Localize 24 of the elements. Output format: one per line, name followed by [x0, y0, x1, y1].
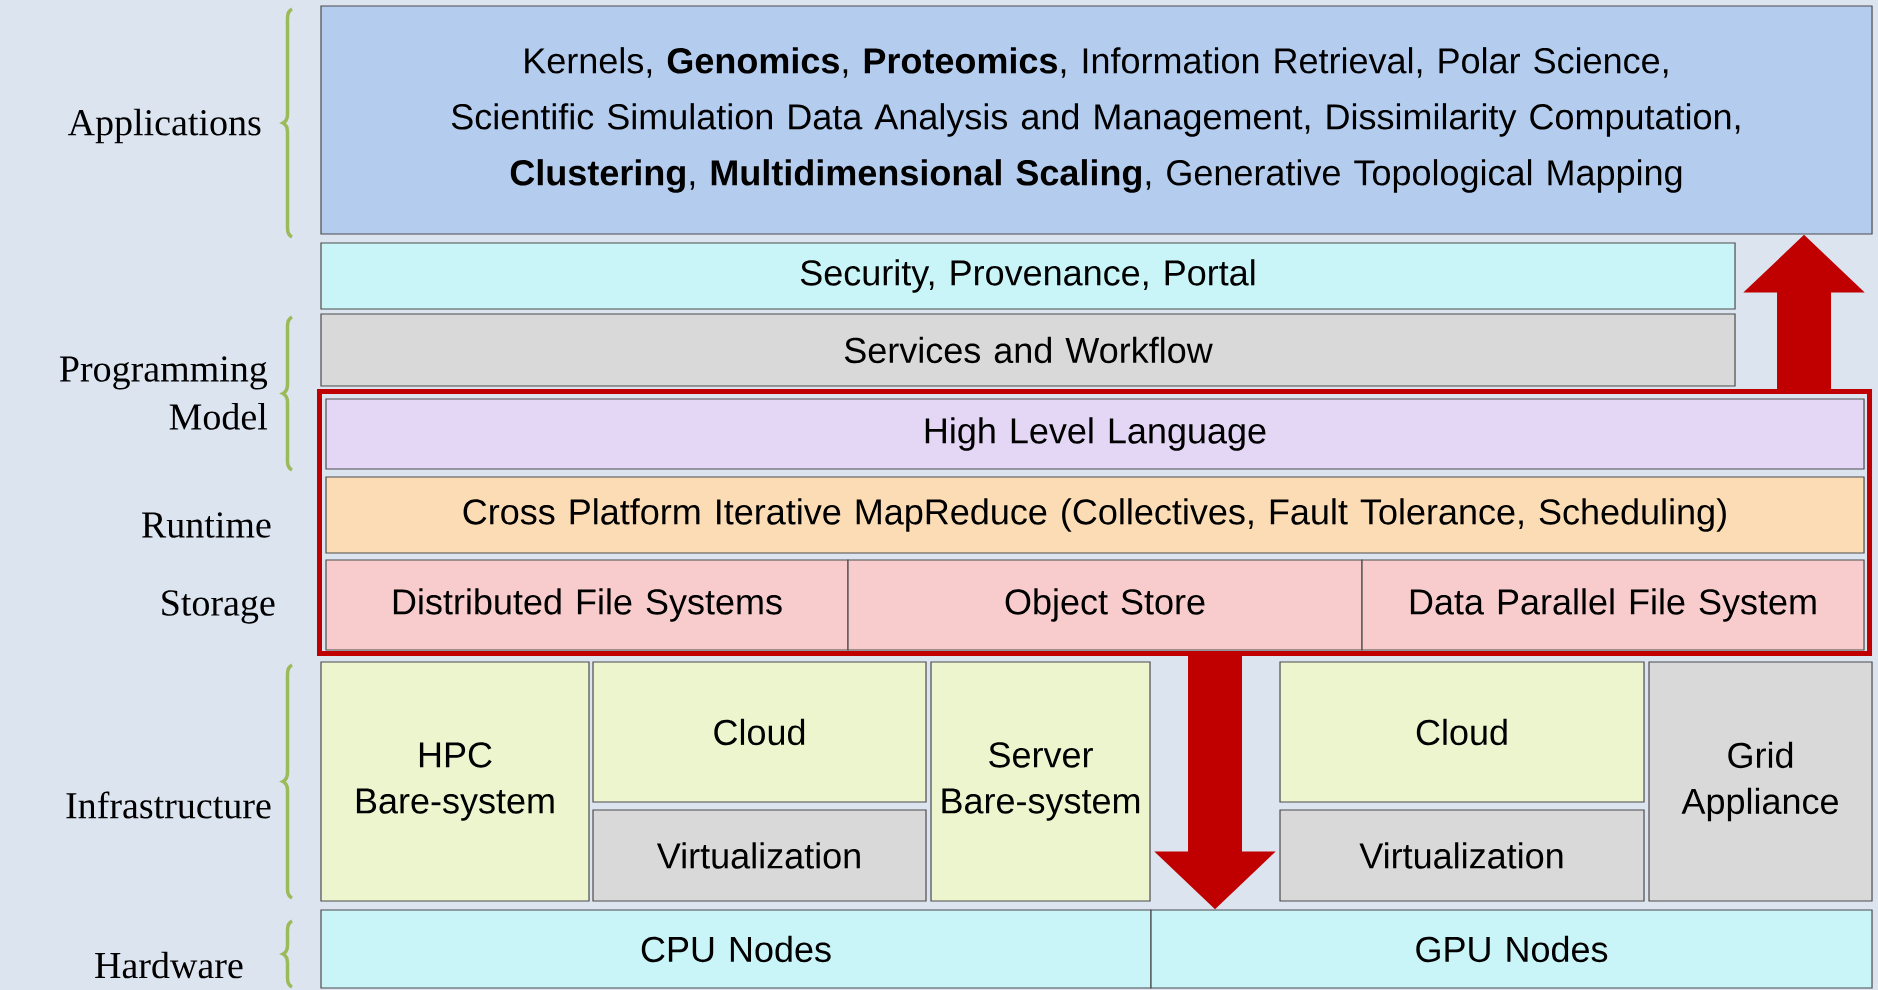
storage-box: Distributed File Systems — [325, 559, 849, 651]
infrastructure-box: Grid Appliance — [1648, 661, 1873, 902]
infrastructure-box: Cloud — [592, 661, 927, 803]
layer-band: High Level Language — [325, 398, 1865, 470]
hardware-box: GPU Nodes — [1150, 909, 1873, 989]
layer-label: Applications — [68, 108, 261, 144]
application-box: Kernels, Genomics, Proteomics, Information Retrieval, Polar Science, Scientific Simulation Data Analysis and Management, Dissimilarity Computation, Clustering, Multidimensional Scaling, Generative Topological Mapping — [320, 5, 1873, 235]
infrastructure-box: Cloud — [1279, 661, 1645, 803]
infrastructure-box: Virtualization — [1279, 809, 1645, 902]
layer-label: Infrastructure — [66, 791, 271, 819]
layer-band: Services and Workflow — [320, 313, 1736, 387]
layer-label: Hardware — [95, 951, 243, 979]
storage-box: Object Store — [847, 559, 1363, 651]
layer-label: Runtime — [142, 512, 271, 538]
layer-label: Storage — [162, 590, 275, 624]
storage-box: Data Parallel File System — [1361, 559, 1865, 651]
infrastructure-box: Virtualization — [592, 809, 927, 902]
infrastructure-box: HPC Bare-system — [320, 661, 590, 902]
layer-band: Security, Provenance, Portal — [320, 242, 1736, 310]
layer-band: Cross Platform Iterative MapReduce (Collectives, Fault Tolerance, Scheduling) — [325, 476, 1865, 554]
hardware-box: CPU Nodes — [320, 909, 1152, 989]
infrastructure-box: Server Bare-system — [930, 661, 1151, 902]
layer-label: Programming Model — [59, 356, 268, 430]
highlight-frame — [317, 389, 1873, 656]
